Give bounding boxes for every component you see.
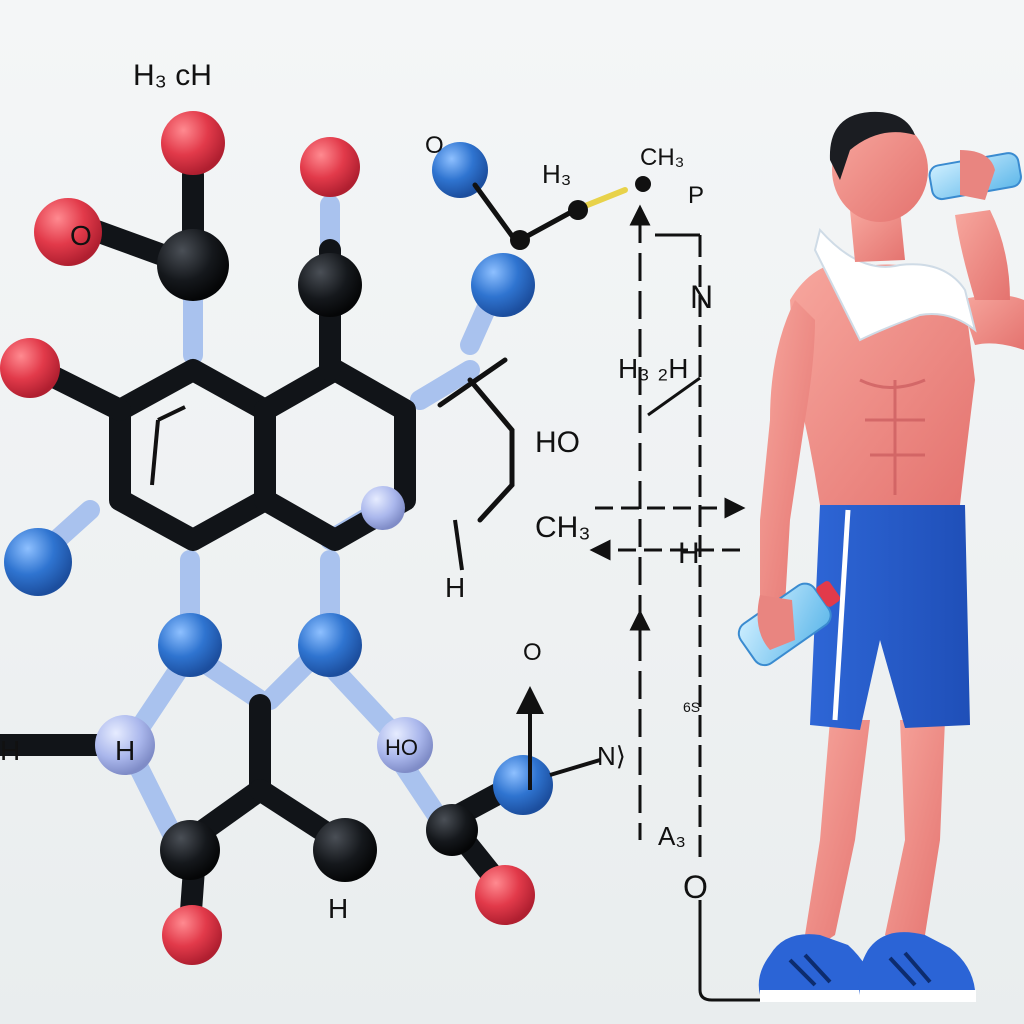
- towel-icon: [813, 227, 977, 342]
- label-o-left: O: [70, 220, 92, 251]
- left-leg: [805, 720, 870, 945]
- label-6s: 6S: [683, 699, 700, 715]
- label-n-lower: N⟩: [597, 741, 626, 771]
- sneaker-icon: [758, 932, 976, 1002]
- label-ho: HO: [535, 426, 580, 459]
- label-o-top: O: [425, 132, 444, 159]
- molecule-illustration: [0, 111, 651, 965]
- label-h-left: H: [0, 735, 20, 766]
- torso: [790, 261, 975, 505]
- label-h-arrow: H: [678, 537, 700, 570]
- label-o-lower: O: [523, 639, 542, 666]
- hydrogen-atoms: [95, 486, 433, 775]
- label-n: N: [690, 279, 713, 315]
- label-h-ring: H: [445, 572, 465, 603]
- reaction-arrows: [589, 204, 770, 1002]
- label-o-bottom: O: [683, 869, 708, 905]
- hair: [829, 111, 915, 180]
- chemistry-labels: H₃ cH O O H₃ CH₃ P N H₃ ₂H HO CH₃ H H H …: [0, 59, 713, 924]
- left-arm: [760, 300, 815, 605]
- nitrogen-atoms: [4, 142, 553, 815]
- label-p: P: [688, 182, 704, 209]
- label-ho-lower: HO: [385, 735, 418, 760]
- label-ch3-top: CH₃: [640, 144, 684, 171]
- label-h3-mid: H₃: [542, 159, 571, 189]
- ring-double-bond: [150, 419, 160, 486]
- label-h32h: H₃ ₂H: [618, 353, 689, 384]
- shorts: [810, 505, 970, 730]
- label-h-atom: H: [115, 735, 135, 766]
- label-h-lower: H: [328, 893, 348, 924]
- carbon-atoms: [157, 229, 478, 882]
- label-a3: A₃: [658, 821, 686, 851]
- right-arm: [960, 295, 1024, 350]
- right-leg: [885, 720, 945, 945]
- athlete-figure: [737, 111, 1024, 1002]
- oxygen-atoms: [0, 111, 535, 965]
- label-h3ch-top: H₃ cH: [133, 59, 212, 92]
- label-ch3-mid: CH₃: [535, 511, 591, 544]
- shorts-stripe: [832, 509, 851, 721]
